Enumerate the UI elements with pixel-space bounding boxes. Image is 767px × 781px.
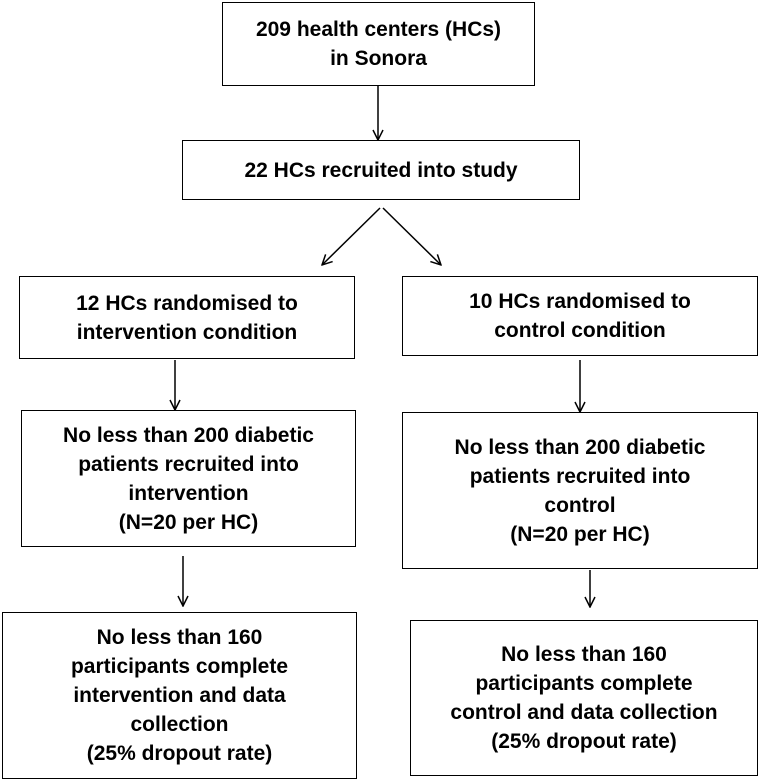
- box-right-patients: No less than 200 diabetic patients recru…: [402, 412, 758, 569]
- box-line: (25% dropout rate): [86, 742, 273, 765]
- arrow-recruited-to-left: [322, 207, 381, 265]
- box-line: intervention and data: [73, 684, 286, 707]
- box-line: control condition: [494, 319, 666, 342]
- box-right-complete: No less than 160 participants complete c…: [410, 620, 758, 776]
- box-left-complete: No less than 160 participants complete i…: [2, 612, 357, 779]
- box-line: 10 HCs randomised to: [469, 290, 691, 313]
- box-line: (N=20 per HC): [118, 510, 259, 534]
- box-line: (25% dropout rate): [491, 730, 677, 753]
- box-line: No less than 160: [501, 643, 667, 666]
- box-health-centers: 209 health centers (HCs) in Sonora: [222, 2, 535, 86]
- box-left-randomised: 12 HCs randomised to intervention condit…: [19, 276, 355, 359]
- box-line: intervention condition: [76, 320, 298, 344]
- box-line: No less than 200 diabetic: [63, 423, 314, 447]
- box-line: patients recruited into: [78, 452, 299, 476]
- box-line: 12 HCs randomised to: [76, 291, 298, 315]
- box-line: patients recruited into: [469, 464, 691, 488]
- arrow-recruited-to-right: [382, 207, 441, 265]
- box-recruited: 22 HCs recruited into study: [182, 140, 580, 200]
- box-line: participants complete: [475, 672, 693, 695]
- box-line: control and data collection: [450, 701, 718, 724]
- box-line: intervention: [128, 481, 249, 505]
- box-line: in Sonora: [330, 47, 427, 70]
- box-line: No less than 200 diabetic: [454, 435, 706, 459]
- box-right-randomised: 10 HCs randomised to control condition: [402, 276, 758, 356]
- box-line: (N=20 per HC): [510, 522, 650, 546]
- box-line: participants complete: [70, 655, 289, 678]
- box-line: collection: [130, 713, 229, 736]
- box-left-patients: No less than 200 diabetic patients recru…: [21, 410, 356, 547]
- box-line: control: [544, 493, 616, 517]
- box-line: 22 HCs recruited into study: [244, 158, 518, 182]
- box-line: No less than 160: [96, 626, 263, 649]
- box-line: 209 health centers (HCs): [255, 18, 502, 41]
